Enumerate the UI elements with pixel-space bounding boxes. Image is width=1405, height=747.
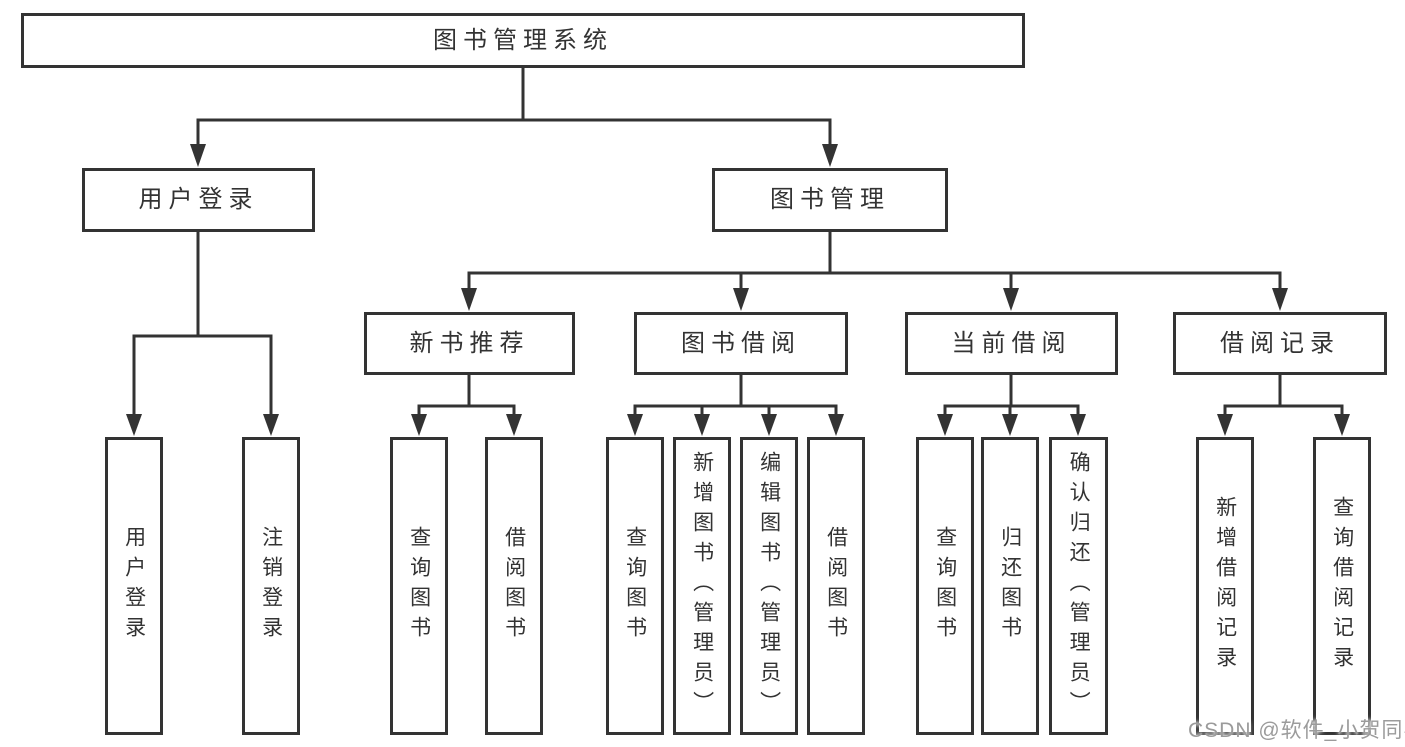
leaf-user-login: 用户登录: [105, 437, 163, 735]
node-label: 借阅记录: [1220, 329, 1340, 357]
leaf-add-borrow-record: 新增借阅记录: [1196, 437, 1254, 735]
node-label: 图书管理系统: [433, 26, 613, 54]
node-label: 图书借阅: [681, 329, 801, 357]
node-label: 图书管理: [770, 186, 890, 213]
node-label: 确认归还（管理员）: [1067, 451, 1091, 721]
node-label: 新增图书（管理员）: [690, 451, 714, 721]
leaf-borrow-books-recommend: 借阅图书: [485, 437, 543, 735]
node-label: 当前借阅: [951, 329, 1072, 357]
node-label: 借阅图书: [502, 526, 526, 646]
leaf-query-borrow-record: 查询借阅记录: [1313, 437, 1371, 735]
node-book-management: 图书管理: [712, 168, 948, 232]
leaf-borrow-books: 借阅图书: [807, 437, 865, 735]
node-label: 用户登录: [122, 526, 146, 646]
leaf-logout: 注销登录: [242, 437, 300, 735]
node-label: 查询图书: [623, 526, 647, 646]
watermark: CSDN @软件_小贺同学: [1188, 719, 1405, 742]
node-label: 新增借阅记录: [1213, 496, 1237, 676]
leaf-query-books-borrow: 查询图书: [606, 437, 664, 735]
node-new-book-recommend: 新书推荐: [364, 312, 575, 375]
node-label: 新书推荐: [409, 329, 530, 357]
leaf-add-book-admin: 新增图书（管理员）: [673, 437, 731, 735]
node-user-login: 用户登录: [82, 168, 315, 232]
leaf-confirm-return-admin: 确认归还（管理员）: [1049, 437, 1108, 735]
leaf-query-books-recommend: 查询图书: [390, 437, 448, 735]
node-label: 用户登录: [138, 186, 259, 213]
node-library-system: 图书管理系统: [21, 13, 1025, 68]
node-label: 注销登录: [259, 526, 283, 646]
node-label: 归还图书: [998, 526, 1022, 646]
node-label: 查询图书: [933, 526, 957, 646]
leaf-return-book: 归还图书: [981, 437, 1039, 735]
node-book-borrow: 图书借阅: [634, 312, 848, 375]
node-borrow-records: 借阅记录: [1173, 312, 1387, 375]
leaf-query-books-current: 查询图书: [916, 437, 974, 735]
node-label: 编辑图书（管理员）: [757, 451, 781, 721]
node-label: 查询图书: [407, 526, 431, 646]
arrowheads: [126, 144, 1350, 436]
leaf-edit-book-admin: 编辑图书（管理员）: [740, 437, 798, 735]
node-label: 借阅图书: [824, 526, 848, 646]
node-current-borrow: 当前借阅: [905, 312, 1118, 375]
node-label: 查询借阅记录: [1330, 496, 1354, 676]
